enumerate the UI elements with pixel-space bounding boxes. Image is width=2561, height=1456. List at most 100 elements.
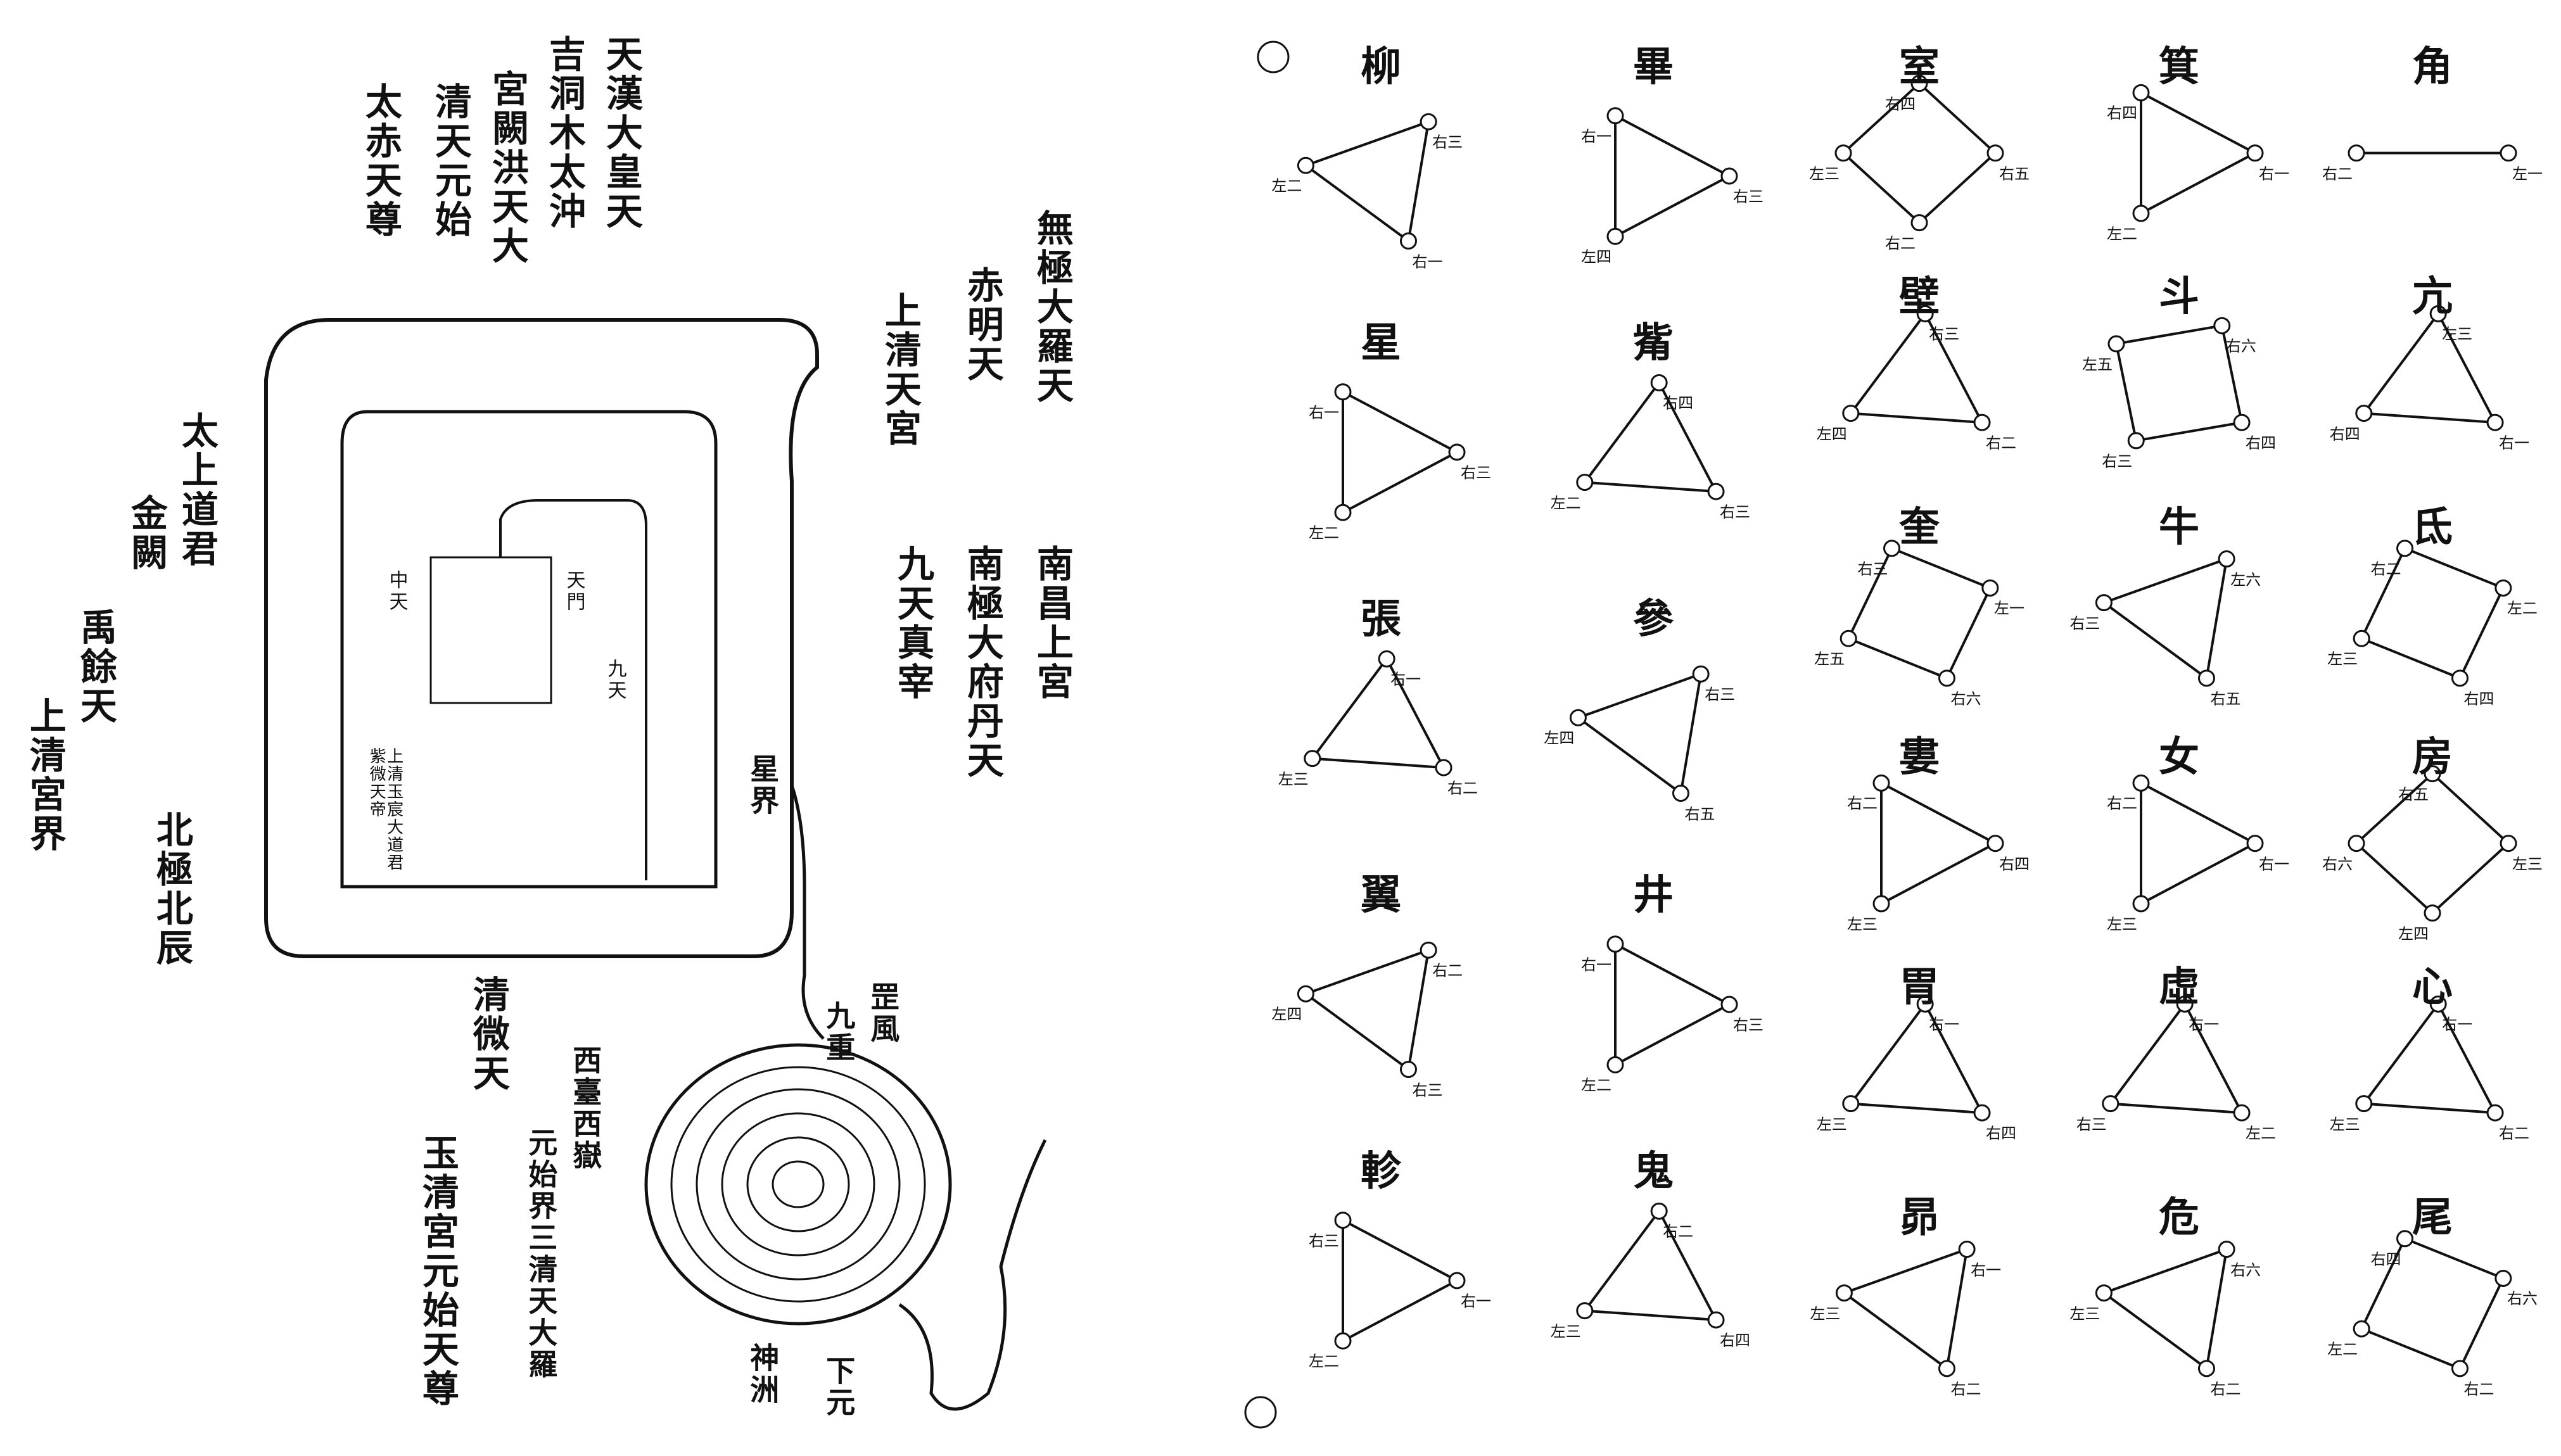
star-label: 左二 — [1271, 177, 1302, 195]
mansion-name: 斗 — [2159, 273, 2199, 321]
mansion-line — [2363, 313, 2439, 414]
star-label: 右六 — [2322, 855, 2353, 873]
mansion-line — [1584, 481, 1717, 493]
star-dot — [1297, 156, 1314, 174]
mansion-name: 壁 — [1899, 273, 1940, 321]
mansion-line — [2183, 1003, 2243, 1114]
mansion-name: 胃 — [1899, 963, 1940, 1011]
star-label: 右四 — [2463, 690, 2494, 708]
star-label: 右一 — [2259, 165, 2289, 183]
mansion-name: 危 — [2159, 1193, 2199, 1241]
star-label: 左四 — [1271, 1005, 1302, 1023]
mansion-line — [2437, 1003, 2496, 1114]
star-dot — [1981, 579, 1999, 597]
star-label: 右二 — [2322, 165, 2353, 183]
star-label: 右六 — [2507, 1289, 2538, 1308]
star-dot — [2355, 1095, 2373, 1113]
star-dot — [1435, 759, 1452, 776]
inner-label-jiutian: 九天 — [604, 659, 626, 702]
mansion-chart: 角左一右二亢右一右四左三氐右四左三右二左二房左三左四右六右五心右二左三右一尾右二… — [1223, 0, 2561, 1456]
star-label: 右二 — [1447, 779, 1478, 797]
mansion-name: 室 — [1899, 43, 1940, 91]
star-label: 右二 — [1432, 961, 1463, 980]
mansion-name: 心 — [2412, 963, 2453, 1011]
mansion-name: 星 — [1361, 319, 1401, 367]
star-label: 右二 — [1950, 1380, 1981, 1398]
mansion-line — [1881, 782, 1996, 845]
star-dot — [1840, 630, 1857, 647]
star-dot — [2218, 1241, 2235, 1258]
mansion-name: 女 — [2159, 733, 2199, 781]
star-label: 左二 — [2327, 1340, 2358, 1358]
star-label: 右二 — [1663, 1222, 1694, 1241]
star-label: 右二 — [2463, 1380, 2494, 1398]
mansion-line — [2355, 842, 2434, 915]
star-label: 左二 — [2246, 1124, 2277, 1143]
wind-label: 罡風 — [866, 982, 901, 1045]
star-label: 右三 — [1857, 560, 1888, 578]
mansion-line — [1407, 121, 1430, 241]
mansion-line — [1850, 1102, 1983, 1115]
star-dot — [2213, 317, 2231, 334]
mansion-line — [2135, 421, 2242, 442]
star-dot — [2246, 144, 2264, 162]
top-text-1: 天漢大皇天 — [599, 35, 643, 231]
mansion-name: 觜 — [1633, 319, 1674, 367]
mansion-line — [2103, 557, 2227, 604]
star-label: 右二 — [1986, 434, 2017, 452]
star-dot — [2396, 1230, 2414, 1248]
mansion-line — [2363, 412, 2496, 424]
mansion-line — [2205, 1249, 2228, 1369]
star-label: 左三 — [1550, 1322, 1581, 1341]
mansion-line — [1584, 382, 1660, 483]
mansion-line — [1342, 451, 1458, 514]
mansion-name: 柳 — [1361, 43, 1401, 91]
mansion-line — [1312, 757, 1444, 769]
mansion-name: 亢 — [2412, 273, 2453, 321]
mansion-line — [1850, 412, 1983, 424]
star-dot — [2353, 630, 2370, 647]
star-label: 左三 — [1816, 1115, 1847, 1134]
top-text-2: 吉洞木太沖 — [542, 35, 586, 231]
star-dot — [2451, 669, 2469, 687]
top-text-3: 宮闕洪天大 — [485, 70, 529, 266]
mansion-line — [2140, 782, 2256, 845]
mansion-line — [1615, 175, 1730, 238]
star-dot — [1650, 1202, 1668, 1220]
left-text-5: 北極北辰 — [149, 811, 193, 968]
star-label: 左三 — [2442, 325, 2473, 343]
bottom-small-text-1: 西臺西嶽 — [568, 1045, 603, 1172]
mansion-line — [1577, 673, 1701, 719]
spiral-earth — [644, 1043, 952, 1326]
star-label: 右一 — [1971, 1261, 2002, 1279]
mansion-line — [1848, 637, 1948, 680]
mansion-line — [1842, 152, 1921, 224]
mansion-line — [1850, 1003, 1926, 1105]
top-text-4: 清天元始 — [428, 82, 472, 239]
star-label: 左三 — [2107, 915, 2137, 934]
star-dot — [1672, 785, 1689, 802]
mansion-line — [1945, 1249, 1969, 1369]
mansion-line — [2458, 1277, 2505, 1369]
star-dot — [1910, 214, 1928, 232]
mansion-line — [1945, 587, 1992, 679]
mansion-name: 虛 — [2159, 963, 2199, 1011]
star-label: 右三 — [2076, 1115, 2107, 1134]
star-label: 左三 — [1810, 1305, 1841, 1323]
bottom-small-text-2: 元始界三清天大羅 — [524, 1127, 559, 1381]
mansion-name: 氐 — [2412, 503, 2453, 551]
mansion-name: 奎 — [1899, 503, 1940, 551]
star-label: 左二 — [2107, 225, 2137, 243]
star-dot — [1842, 405, 1860, 422]
star-label: 右三 — [1432, 133, 1463, 151]
star-dot — [2348, 144, 2365, 162]
sun-disc — [1257, 41, 1290, 73]
mansion-line — [2205, 559, 2228, 679]
star-dot — [2424, 765, 2441, 783]
mansion-line — [2431, 842, 2510, 915]
star-dot — [1938, 669, 1955, 687]
mansion-line — [2103, 601, 2208, 680]
star-label: 右一 — [2189, 1015, 2220, 1034]
mansion-line — [1847, 547, 1893, 640]
